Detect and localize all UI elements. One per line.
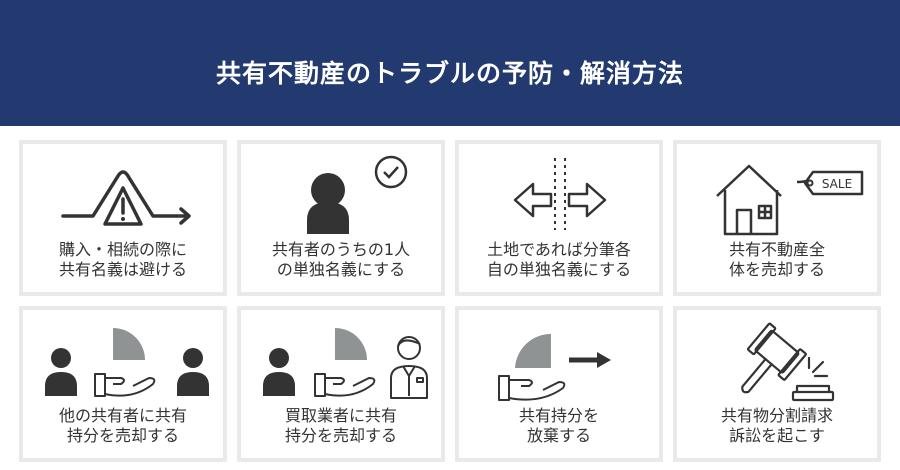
card-label: 購入・相続の際に 共有名義は避ける — [58, 240, 187, 279]
card-sell-to-co-owner: 他の共有者に共有 持分を売却する — [19, 306, 227, 462]
gavel-icon — [741, 322, 835, 402]
house-sale-icon: SALE — [716, 164, 864, 236]
card-sell-whole-property: SALE 共有不動産全 体を売却する — [673, 140, 881, 296]
page-title: 共有不動産のトラブルの予防・解消方法 — [215, 59, 684, 88]
card-partition-lawsuit: 共有物分割請求 訴訟を起こす — [673, 306, 881, 462]
card-label: 買取業者に共有 持分を売却する — [284, 406, 397, 445]
share-to-coowner-icon — [45, 328, 209, 397]
card-sell-to-buyer: 買取業者に共有 持分を売却する — [237, 306, 445, 462]
card-single-owner: 共有者のうちの1人 の単独名義にする — [237, 140, 445, 296]
warning-detour-icon — [61, 170, 191, 226]
abandon-share-icon — [498, 333, 611, 401]
card-subdivide-land: 土地であれば分筆各 自の単独名義にする — [455, 140, 663, 296]
person-check-icon — [307, 155, 408, 234]
card-label: 土地であれば分筆各 自の単独名義にする — [486, 240, 632, 279]
share-to-buyer-icon — [263, 328, 428, 399]
split-arrows-icon — [513, 158, 607, 230]
card-label: 共有者のうちの1人 の単独名義にする — [271, 240, 411, 279]
card-label: 他の共有者に共有 持分を売却する — [58, 406, 187, 445]
sale-tag-text: SALE — [822, 177, 852, 191]
card-label: 共有不動産全 体を売却する — [728, 240, 825, 279]
card-label: 共有物分割請求 訴訟を起こす — [720, 406, 833, 445]
header-banner: 共有不動産のトラブルの予防・解消方法 — [0, 0, 900, 126]
card-label: 共有持分を 放棄する — [518, 406, 599, 445]
card-abandon-share: 共有持分を 放棄する — [455, 306, 663, 462]
card-avoid-co-ownership: 購入・相続の際に 共有名義は避ける — [19, 140, 227, 296]
